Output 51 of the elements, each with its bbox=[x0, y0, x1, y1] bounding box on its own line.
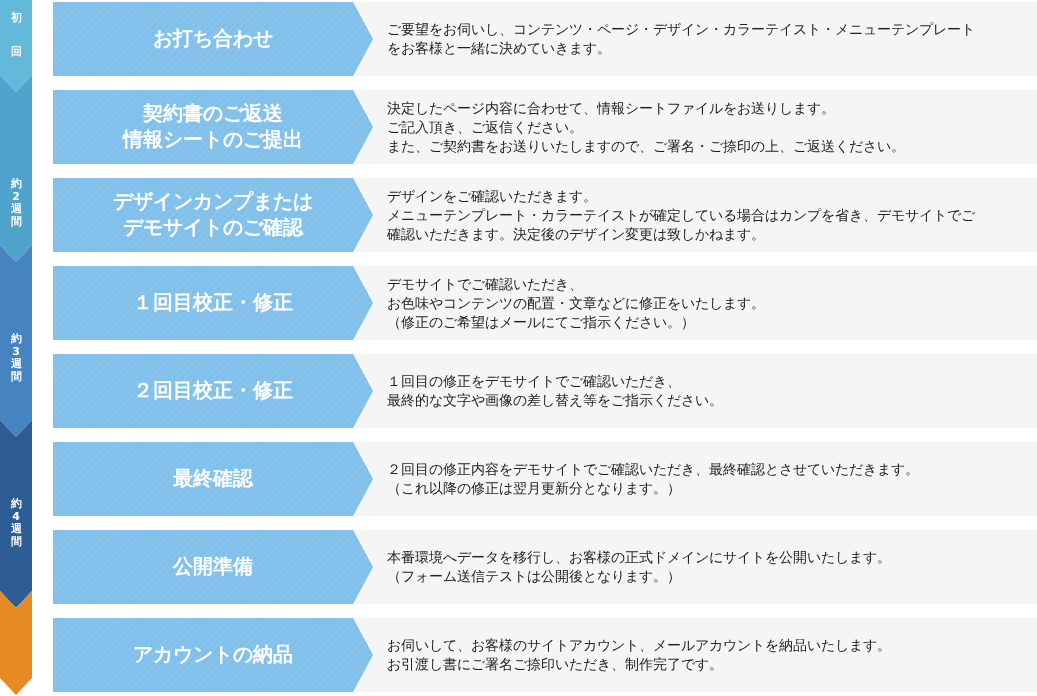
step-description: ご要望をお伺いし、コンテンツ・ページ・デザイン・カラーテイスト・メニューテンプレート bbox=[387, 20, 975, 39]
step-title: アカウントの納品 bbox=[133, 642, 293, 668]
step-description: 最終的な文字や画像の差し替え等をご指示ください。 bbox=[387, 391, 723, 410]
step-banner bbox=[53, 266, 373, 340]
step-description: をお客様と一緒に決めていきます。 bbox=[387, 39, 611, 58]
timeline-end-segment bbox=[0, 591, 32, 695]
step-description: 本番環境へデータを移行し、お客様の正式ドメインにサイトを公開いたします。 bbox=[387, 548, 891, 567]
step-title: お打ち合わせ bbox=[153, 26, 273, 52]
step-banner bbox=[53, 178, 373, 252]
duration-label: 約4週間 bbox=[10, 498, 22, 548]
step-title: 情報シートのご提出 bbox=[123, 127, 303, 153]
description-panel bbox=[353, 530, 1037, 604]
step-description: お引渡し書にご署名ご捺印いただき、制作完了です。 bbox=[387, 655, 723, 674]
description-panel bbox=[353, 442, 1037, 516]
duration-label: 約3週間 bbox=[10, 333, 22, 383]
step-description: デザインをご確認いただきます。 bbox=[387, 186, 597, 206]
step-description: また、ご契約書をお送りいたしますので、ご署名・ご捺印の上、ご返送ください。 bbox=[387, 136, 905, 156]
duration-label: 初回 bbox=[10, 10, 22, 60]
step-description: ご記入頂き、ご返信ください。 bbox=[387, 117, 583, 137]
description-panel bbox=[353, 2, 1037, 76]
step-title: 最終確認 bbox=[173, 466, 253, 492]
description-panel bbox=[353, 178, 1037, 252]
step-title: 契約書のご返送 bbox=[143, 101, 283, 127]
step-description: （フォーム送信テストは公開後となります。） bbox=[387, 567, 681, 586]
timeline-segment bbox=[0, 0, 32, 92]
step-description: 決定したページ内容に合わせて、情報シートファイルをお送りします。 bbox=[387, 98, 835, 118]
step-description: デモサイトでご確認いただき、 bbox=[387, 274, 583, 294]
description-panel bbox=[353, 90, 1037, 164]
step-banner bbox=[53, 442, 373, 516]
step-description: お伺いして、お客様のサイトアカウント、メールアカウントを納品いたします。 bbox=[387, 636, 891, 655]
step-banner bbox=[53, 618, 373, 692]
step-description: （これ以降の修正は翌月更新分となります。） bbox=[387, 479, 681, 498]
step-description: ２回目の修正内容をデモサイトでご確認いただき、最終確認とさせていただきます。 bbox=[387, 460, 919, 479]
duration-label: 約2週間 bbox=[10, 178, 22, 228]
timeline-segment bbox=[0, 420, 32, 608]
step-title: ２回目校正・修正 bbox=[133, 378, 293, 404]
step-banner bbox=[53, 354, 373, 428]
description-panel bbox=[353, 354, 1037, 428]
step-description: お色味やコンテンツの配置・文章などに修正をいたします。 bbox=[387, 293, 765, 313]
description-panel bbox=[353, 618, 1037, 692]
step-banner bbox=[53, 530, 373, 604]
step-banner bbox=[53, 90, 373, 164]
step-title: 公開準備 bbox=[173, 554, 253, 580]
step-title: １回目校正・修正 bbox=[133, 290, 293, 316]
step-banner bbox=[53, 2, 373, 76]
step-description: （修正のご希望はメールにてご指示ください。） bbox=[387, 312, 695, 332]
step-description: メニューテンプレート・カラーテイストが確定している場合はカンプを省き、デモサイトでご確認いただきます。決定後のデザイン変更は致しかねます。 bbox=[387, 205, 976, 244]
description-panel bbox=[353, 266, 1037, 340]
step-description: １回目の修正をデモサイトでご確認いただき、 bbox=[387, 372, 681, 391]
step-title: デザインカンプまたはデモサイトのご確認 bbox=[112, 189, 314, 241]
timeline-segment bbox=[0, 245, 32, 437]
